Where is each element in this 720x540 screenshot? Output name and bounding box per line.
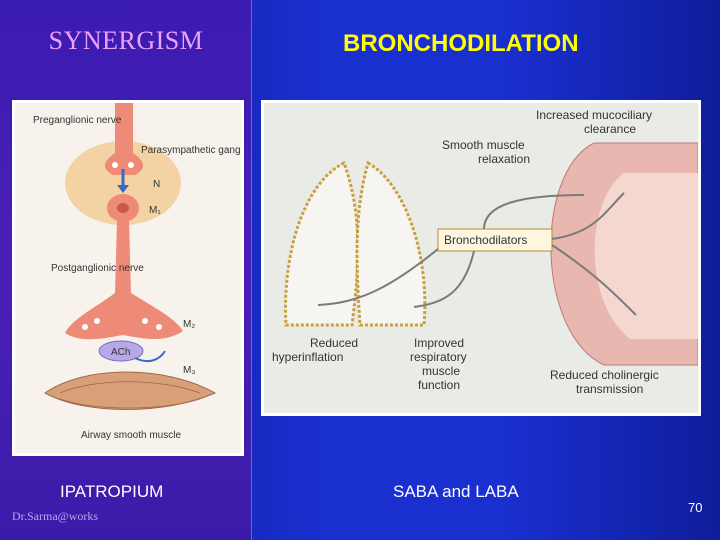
- bronchodilation-diagram-svg: Increased mucociliary clearance Smooth m…: [272, 108, 699, 396]
- nerve-diagram-svg: Preganglionic nerve Parasympathetic gang…: [33, 103, 256, 441]
- left-lung-shape: [284, 160, 360, 327]
- label-n-receptor: N: [153, 179, 160, 190]
- vesicle-dot: [142, 318, 148, 324]
- airway-lumen-shape: [594, 173, 698, 339]
- page-number: 70: [688, 500, 703, 515]
- arrow-to-respiratory: [413, 250, 475, 308]
- arrowhead-icon: [117, 185, 129, 193]
- postganglionic-nerve-shape: [65, 221, 183, 340]
- caption-ipatropium: IPATROPIUM: [60, 482, 164, 501]
- right-lung-shape: [355, 160, 427, 327]
- ach-shape: [98, 340, 144, 362]
- label-airway-muscle: Airway smooth muscle: [81, 430, 181, 441]
- caption-saba-laba: SABA and LABA: [393, 482, 519, 501]
- label-mucociliary-1: Increased mucociliary: [536, 108, 652, 122]
- label-ach: ACh: [111, 347, 130, 358]
- label-smooth-1: Smooth muscle: [442, 138, 525, 152]
- label-hyper-2: hyperinflation: [272, 350, 343, 364]
- arrow-to-cholinergic: [551, 244, 637, 316]
- slide-title-bronchodilation: BRONCHODILATION: [343, 30, 579, 57]
- label-postganglionic: Postganglionic nerve: [51, 263, 144, 274]
- label-preganglionic: Preganglionic nerve: [33, 115, 122, 126]
- preganglionic-nerve-shape: [104, 103, 144, 175]
- cell-nucleus-shape: [117, 203, 129, 213]
- slide-title-synergism: SYNERGISM: [48, 26, 204, 55]
- label-parasympathetic: Parasympathetic ganglion: [141, 145, 241, 156]
- label-resp-4: function: [418, 378, 460, 392]
- author-credit: Dr.Sarma@works: [12, 509, 99, 523]
- arrow-to-hyperinflation: [317, 248, 439, 306]
- nerve-diagram-frame: Preganglionic nerve Parasympathetic gang…: [12, 100, 256, 456]
- label-m2-receptor: M₂: [183, 319, 195, 330]
- label-bronchodilators: Bronchodilators: [444, 233, 527, 247]
- label-mucociliary-2: clearance: [584, 122, 636, 136]
- bronchodilators-box: [437, 228, 553, 252]
- label-resp-1: Improved: [414, 336, 464, 350]
- label-m3-receptor: M₃: [183, 365, 195, 376]
- label-smooth-2: relaxation: [478, 152, 530, 166]
- label-resp-3: muscle: [422, 364, 460, 378]
- muscle-fiber-line: [59, 398, 201, 409]
- label-hyper-1: Reduced: [310, 336, 358, 350]
- nerve-diagram: Preganglionic nerve Parasympathetic gang…: [15, 103, 256, 453]
- vesicle-dot: [112, 162, 118, 168]
- bronchodilation-diagram-frame: Increased mucociliary clearance Smooth m…: [261, 100, 701, 416]
- vesicle-dot: [156, 324, 162, 330]
- arrow-to-clearance: [551, 192, 625, 240]
- muscle-fiber-line: [59, 381, 201, 394]
- label-chol-1: Reduced cholinergic: [550, 368, 659, 382]
- arrow-to-smooth: [483, 194, 585, 230]
- vesicle-dot: [128, 162, 134, 168]
- arrow-to-muscle: [134, 350, 166, 362]
- bronchodilation-diagram: Increased mucociliary clearance Smooth m…: [264, 103, 699, 413]
- label-m1-receptor: M₁: [149, 205, 161, 216]
- label-resp-2: respiratory: [410, 350, 467, 364]
- vesicle-dot: [94, 318, 100, 324]
- label-chol-2: transmission: [576, 382, 643, 396]
- vesicle-dot: [82, 324, 88, 330]
- smooth-muscle-shape: [44, 371, 217, 410]
